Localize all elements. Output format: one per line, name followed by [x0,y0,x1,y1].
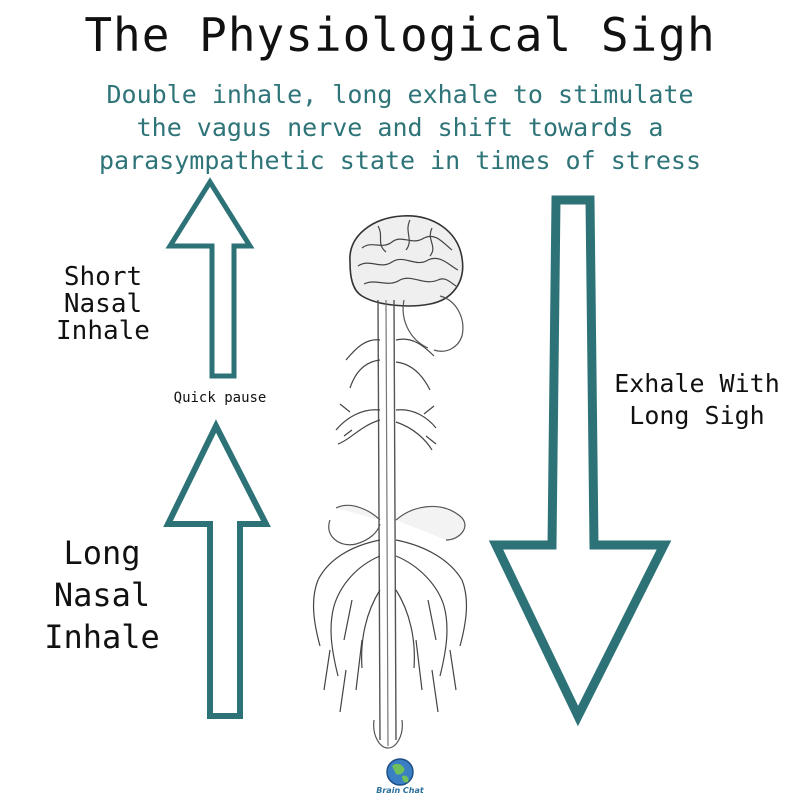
nervous-system-illustration [312,215,468,749]
subtitle: Double inhale, long exhale to stimulate … [0,78,800,177]
subtitle-line-1: Double inhale, long exhale to stimulate [106,80,694,109]
long-inhale-line-1: Long [63,534,141,572]
short-inhale-arrow [165,177,255,379]
subtitle-line-3: parasympathetic state in times of stress [98,146,702,175]
long-inhale-line-3: Inhale [44,618,160,656]
exhale-line-1: Exhale With [614,369,780,398]
logo-text: Brain Chat [376,786,424,795]
long-nasal-inhale-label: Long Nasal Inhale [22,532,182,658]
brain-chat-logo [386,758,414,786]
exhale-arrow [488,195,672,727]
exhale-long-sigh-label: Exhale With Long Sigh [592,368,800,432]
quick-pause-label: Quick pause [173,390,267,406]
short-nasal-inhale-label: Short Nasal Inhale [28,264,178,345]
short-inhale-line-3: Inhale [56,316,150,346]
long-inhale-arrow [163,419,271,719]
exhale-line-2: Long Sigh [629,401,765,430]
short-inhale-line-2: Nasal [63,289,143,319]
short-inhale-line-1: Short [63,262,143,292]
subtitle-line-2: the vagus nerve and shift towards a [136,113,664,142]
long-inhale-line-2: Nasal [53,576,151,614]
page-title: The Physiological Sigh [84,8,716,62]
